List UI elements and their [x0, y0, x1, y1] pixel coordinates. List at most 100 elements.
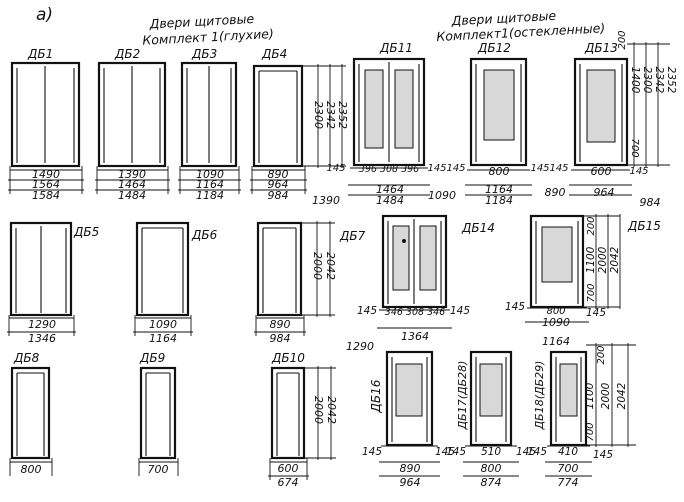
door-db10: ДБ10 600 674 2000 2042: [268, 351, 338, 489]
door-db13-height-4: 2352: [665, 67, 677, 94]
door-db17-width-2: 874: [481, 476, 502, 489]
door-db17-label: ДБ17(ДБ28): [456, 361, 469, 431]
door-db15-glass: [541, 226, 573, 283]
door-db9-width-1: 700: [148, 463, 169, 476]
door-db13-width-3: 984: [640, 196, 661, 209]
door-db17-outer-width: 800: [481, 462, 502, 475]
door-db18-frame: [549, 350, 588, 447]
door-db3-width-2: 1164: [196, 178, 224, 191]
door-db14-handle: [402, 239, 406, 243]
door-db4-frame: [252, 64, 304, 168]
door-db4-height-3: 2352: [336, 101, 349, 129]
door-db4-width-1: 890: [268, 168, 289, 181]
door-db8: ДБ8 800: [9, 351, 53, 476]
door-db11-width-3: 1484: [376, 194, 404, 207]
door-db15-top-offset: 200: [586, 216, 597, 235]
door-db11-left-offset: 145: [326, 163, 345, 174]
door-db14-right-offset: 145: [450, 305, 470, 317]
door-db18-label: ДБ18(ДБ29): [533, 361, 546, 431]
door-db11-right-offset: 145: [427, 163, 446, 174]
door-db15-bottom-offset: 700: [586, 283, 597, 302]
door-db16-label: ДБ16: [369, 379, 383, 413]
door-db1: ДБ1 1490 1564 1584: [8, 47, 84, 202]
door-db15-width-2: 1164: [542, 335, 570, 348]
door-db13-height-2: 2300: [641, 67, 653, 94]
door-db17: ДБ17(ДБ28) 145 510 145 800 874: [446, 350, 536, 489]
door-db18-width-1: 410: [558, 446, 578, 458]
panel-label: а): [36, 5, 53, 25]
door-db1-frame: [10, 61, 81, 168]
door-db13-height-1: 1400: [629, 67, 641, 94]
door-db13-bottom-offset: 700: [629, 138, 640, 157]
door-db15-height-2: 2000: [597, 246, 609, 273]
door-db14-outer-width: 1290: [346, 340, 374, 353]
door-db2: ДБ2 1390 1464 1484: [95, 47, 170, 202]
door-db13-right-offset: 145: [629, 166, 648, 177]
door-db3: ДБ3 1090 1164 1184: [178, 47, 241, 202]
door-db15-left-offset: 145: [505, 301, 525, 313]
door-db11-width-2: 1464: [376, 183, 404, 196]
door-db2-width-3: 1484: [118, 189, 146, 202]
door-db1-width-1: 1490: [32, 168, 60, 181]
door-db13-outer-width: 890: [545, 186, 566, 199]
door-db11: ДБ11 145 396 308 396 145 1390 1464 1484: [312, 41, 447, 207]
door-db13: ДБ13 145 600 145 890 964 984 200 1400 23…: [545, 30, 678, 209]
door-db11-frame: [352, 57, 426, 167]
door-db15-frame: [529, 214, 585, 309]
door-db4-width-2: 964: [268, 178, 289, 191]
door-db12-frame: [469, 57, 528, 167]
door-db10-width-2: 674: [278, 476, 299, 489]
door-db17-right-offset: 145: [516, 446, 536, 458]
door-db13-label: ДБ13: [584, 41, 618, 55]
door-db13-width-2: 964: [594, 186, 615, 199]
door-db17-frame: [469, 350, 513, 447]
door-db15-height-1: 1100: [585, 246, 597, 273]
door-db3-width-3: 1184: [196, 189, 224, 202]
door-db12: ДБ12 145 800 145 1090 1164 1184: [428, 41, 550, 207]
solid-group-subtitle: Комплект 1(глухие): [142, 26, 274, 48]
door-db6: ДБ6 1090 1164: [133, 221, 218, 345]
door-db18-top-offset: 200: [596, 345, 607, 364]
door-db6-width-1: 1090: [149, 318, 177, 331]
door-db10-height-1: 2000: [312, 396, 325, 424]
door-db1-label: ДБ1: [27, 47, 53, 61]
door-db15-right-offset: 145: [586, 307, 606, 319]
door-db17-left-offset: 145: [446, 446, 466, 458]
door-db2-width-2: 1464: [118, 178, 146, 191]
door-db14-label: ДБ14: [461, 221, 495, 235]
door-db4-label: ДБ4: [261, 47, 287, 61]
door-db10-label: ДБ10: [271, 351, 305, 365]
door-db16-width-2: 964: [400, 476, 421, 489]
door-db10-frame: [270, 366, 306, 460]
door-db10-height-2: 2042: [325, 396, 338, 424]
door-db13-height-3: 2342: [653, 67, 665, 94]
door-db5-frame: [9, 221, 73, 317]
door-db9-label: ДБ9: [139, 351, 165, 365]
door-db13-glass: [586, 69, 616, 143]
door-db18-height-3: 2042: [616, 382, 628, 409]
door-db2-label: ДБ2: [114, 47, 140, 61]
door-db14-glass-right: [419, 225, 437, 291]
door-db4: ДБ4 890 964 984 2300 2342 2352: [250, 47, 349, 202]
door-db7-width-1: 890: [270, 318, 291, 331]
door-db13-left-offset: 145: [549, 163, 568, 174]
door-db2-frame: [97, 61, 167, 168]
door-db11-glass-left: [364, 69, 384, 149]
door-db11-outer-width: 1390: [312, 194, 340, 207]
door-db14-leaf-widths: 346 308 346: [385, 307, 445, 318]
door-db7-width-2: 984: [270, 332, 291, 345]
door-db14-glass-left: [392, 225, 410, 291]
door-db7-height-1: 2000: [311, 252, 324, 280]
door-db7-frame: [256, 221, 303, 317]
door-db8-width-1: 800: [21, 463, 42, 476]
door-db14-frame: [381, 214, 448, 309]
door-db12-outer-width: 1090: [428, 189, 456, 202]
door-db7-label: ДБ7: [339, 229, 366, 243]
door-db18-glass: [559, 363, 578, 417]
door-db6-frame: [135, 221, 190, 317]
door-db1-width-2: 1564: [32, 178, 60, 191]
door-db6-label: ДБ6: [191, 228, 218, 242]
door-db5-width-1: 1290: [28, 318, 56, 331]
